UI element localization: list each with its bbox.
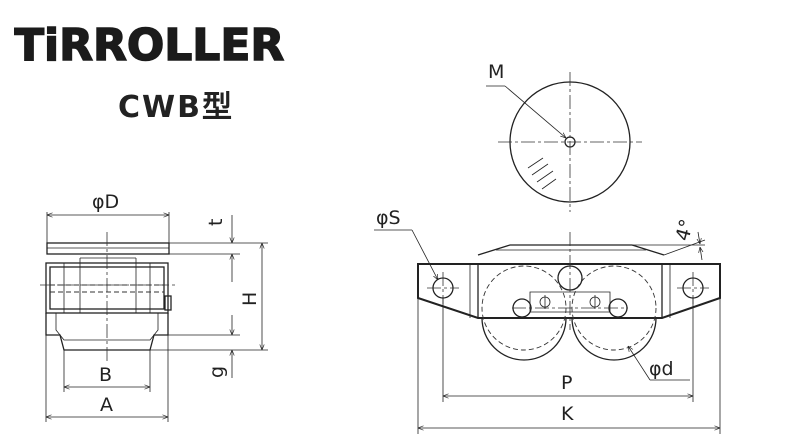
label-H: H: [239, 292, 261, 306]
top-view: M: [486, 61, 642, 212]
label-K: K: [561, 403, 574, 425]
label-A: A: [100, 394, 113, 416]
side-view: φD B A t H g: [40, 191, 268, 422]
front-view: φS 4° φd P K: [374, 207, 721, 434]
label-phi-D: φD: [92, 191, 119, 213]
model-title: CWB型: [118, 90, 234, 125]
label-M: M: [488, 61, 504, 83]
label-angle: 4°: [672, 217, 699, 244]
label-B: B: [99, 364, 112, 386]
tirroller-logo: TiRROLLER: [14, 20, 285, 70]
label-phi-S: φS: [376, 207, 401, 229]
logo-text: TiRROLLER: [14, 20, 284, 70]
label-t: t: [205, 219, 227, 226]
label-P: P: [561, 372, 572, 394]
label-phi-d: φd: [649, 358, 674, 380]
label-g: g: [206, 366, 228, 378]
